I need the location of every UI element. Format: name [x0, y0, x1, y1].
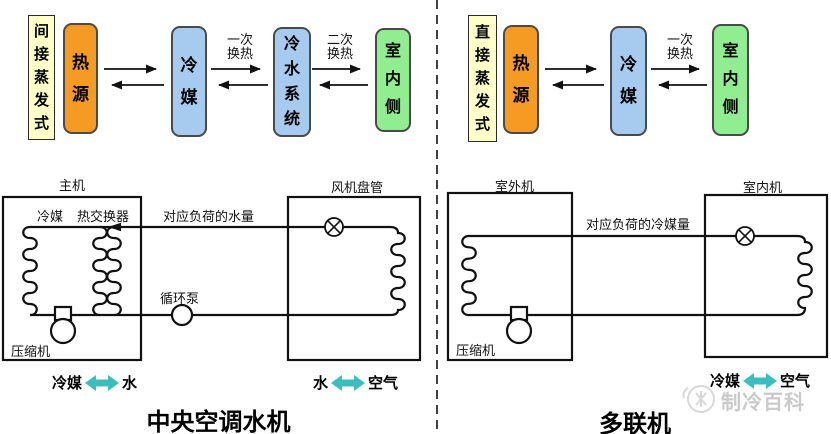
refrigerant-coil [22, 225, 38, 317]
pump-label: 循环泵 [160, 291, 200, 306]
refrigerant-loop-pipe [469, 234, 813, 317]
flow-box-heat-source-left: 热源 [63, 23, 98, 134]
secondary-exchange-label: 二次换热 [326, 32, 353, 61]
heat-exchanger-label: 热交换器 [77, 209, 130, 224]
double-arrow-icon [331, 374, 366, 391]
compressor-symbol [505, 305, 533, 345]
double-arrow-icon [743, 372, 778, 389]
flow-box-indoor-side-left: 室内侧 [375, 28, 411, 132]
water-load-label: 对应负荷的水量 [163, 209, 255, 224]
main-unit-box [1, 195, 143, 362]
refrigerant-load-label: 对应负荷的冷媒量 [586, 217, 691, 232]
valve-symbol [324, 217, 344, 237]
flow-box-water-system: 冷水系统 [273, 27, 311, 137]
water-loop-pipe [30, 225, 406, 317]
flow-box-refrigerant-left: 冷媒 [171, 26, 207, 137]
flow-direction-arrowhead [108, 222, 121, 232]
primary-exchange-label: 一次换热 [226, 32, 253, 61]
double-arrow-icon [85, 374, 120, 391]
legend-refrigerant-water: 冷媒 水 [52, 374, 138, 392]
pump-symbol [170, 303, 194, 327]
legend-refrigerant-air: 冷媒 空气 [710, 372, 811, 390]
fan-coil-label: 风机盘管 [331, 180, 384, 195]
flow-box-refrigerant-right: 冷媒 [610, 26, 647, 136]
legend-water-air: 水 空气 [313, 374, 399, 392]
indoor-unit-box [703, 193, 829, 359]
right-system-title: 多联机 [599, 410, 671, 434]
watermark-text: 制冷百科 [721, 392, 805, 414]
outdoor-coil [461, 234, 477, 317]
compressor-symbol [49, 305, 77, 345]
flow-box-category-left: 间接蒸发式 [28, 15, 55, 140]
compressor-label: 压缩机 [456, 343, 496, 358]
outdoor-unit-box [446, 191, 574, 362]
refrigerant-side-label: 冷媒 [37, 209, 64, 224]
flow-box-heat-source-right: 热源 [503, 25, 539, 134]
category-label: 间接蒸发式 [33, 23, 49, 132]
heat-exchanger-coils [92, 225, 122, 317]
watermark-logo [682, 385, 715, 413]
compressor-label: 压缩机 [11, 344, 51, 359]
primary-exchange-label: 一次换热 [666, 32, 693, 61]
main-unit-label: 主机 [59, 178, 86, 193]
indoor-unit-label: 室内机 [743, 180, 783, 195]
fan-coil-box [286, 195, 422, 362]
flow-box-category-right: 直接蒸发式 [468, 15, 497, 142]
left-system-title: 中央空调水机 [146, 408, 291, 434]
category-label: 直接蒸发式 [474, 24, 490, 133]
flow-box-indoor-side-right: 室内侧 [712, 24, 749, 136]
outdoor-unit-label: 室外机 [495, 179, 535, 194]
flow-arrows [104, 64, 707, 90]
valve-symbol [735, 226, 755, 246]
